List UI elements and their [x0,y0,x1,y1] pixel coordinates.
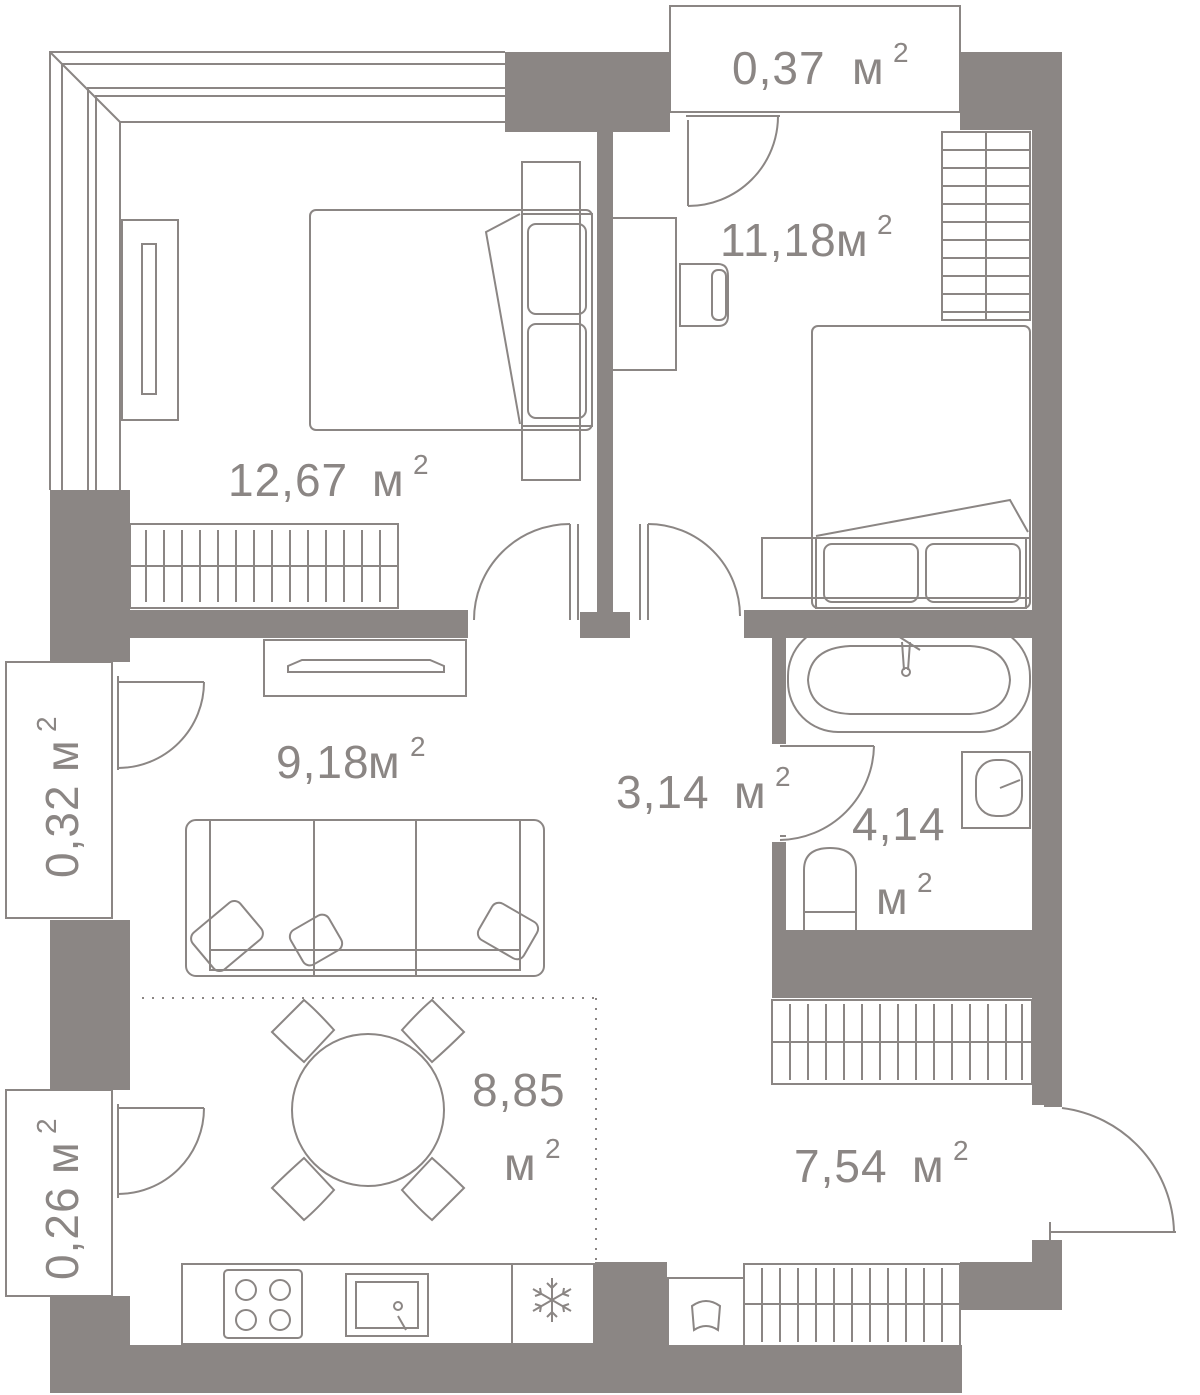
wall-left-bedroom-bottom [128,610,468,638]
wall-bottom [50,1345,962,1393]
radiator-fins-left-bedroom [130,530,398,602]
bed-right [811,325,1031,609]
area-power-bedroom-left: 2 [413,449,429,480]
tv-stand [263,639,467,697]
wall-right-bottom-step [960,1262,1062,1310]
wall-left-upper [50,490,130,662]
area-power-bathroom: 2 [917,867,933,898]
bedroom-doors [473,523,741,621]
area-power-corridor: 2 [775,761,791,792]
right-bedroom-furniture [611,115,1031,609]
chair-3 [270,1156,336,1222]
area-corridor: 3,14 [616,766,710,818]
area-balcony-left-top: 0,32 [36,784,88,878]
wall-top-block [505,52,670,132]
hob [223,1269,303,1339]
area-bedroom-left: 12,67 [228,454,348,506]
pillow-left-2 [527,323,587,419]
desk [611,217,677,371]
wall-bottom-kitchen-block [595,1262,667,1347]
wardrobe-left [121,219,179,421]
loggia-frame [49,51,505,490]
area-balcony-top: 0,37 [732,42,826,94]
pillow-left-1 [527,223,587,315]
dining-table [291,1033,445,1187]
wardrobe-handle [141,243,157,395]
walls [50,52,1062,1393]
wall-top-right [960,52,1062,130]
bed-right-headboard [815,537,1027,609]
chair-1 [270,998,336,1064]
sink [961,751,1031,829]
area-power-hall: 2 [953,1135,969,1166]
hall-bottom-storage [667,1263,961,1347]
chair-4 [400,1156,466,1222]
hall-wardrobe [771,999,1033,1085]
cushion-3 [476,901,540,961]
area-unit-bedroom-right: м [836,214,869,266]
wall-divider-foot [580,612,630,638]
area-unit-hall: м [912,1140,945,1192]
area-balcony-left-bottom: 0,26 [36,1186,88,1280]
entrance-door [1044,1105,1176,1240]
dining-area [117,997,597,1264]
balcony-left-bottom-box [5,1089,113,1297]
area-power-balcony-left-bottom: 2 [31,1118,62,1134]
area-unit-bathroom: м [876,872,909,924]
kitchen-counter [181,1263,595,1345]
area-unit-balcony-top: м [852,42,885,94]
area-living: 9,18 [276,736,370,788]
kitchen-sink [345,1273,429,1337]
area-dining: 8,85 [472,1064,566,1116]
sofa [185,819,545,977]
area-unit-corridor: м [734,766,767,818]
balcony-top-box [669,5,961,113]
area-unit-bedroom-left: м [372,454,405,506]
wall-bath-bottom [772,930,1034,998]
area-power-bedroom-right: 2 [877,209,893,240]
cushion-2 [288,913,344,967]
area-unit-dining: м [504,1138,537,1190]
toilet [803,846,857,937]
wall-left-middle [50,920,130,1090]
wall-left-lower [50,1296,130,1393]
area-unit-balcony-left-bottom: м [36,1141,88,1174]
bed-left-headboard [521,213,593,427]
balcony-left-top-box [5,661,113,919]
area-power-dining: 2 [545,1133,561,1164]
wall-bedroom-divider [597,130,613,618]
area-bedroom-right: 11,18 [720,214,837,266]
area-unit-balcony-left-top: м [36,739,88,772]
cushion-1 [190,899,264,973]
bathtub [787,625,1031,733]
tv [287,659,445,673]
wall-bath-left-upper [772,636,786,744]
bed-left [309,209,593,431]
bed-right-nightstands [761,537,1031,599]
bathroom-fixtures [779,625,1031,937]
chair-2 [400,998,466,1064]
wall-right [1032,130,1062,1105]
pillow-right-2 [925,543,1021,603]
living-furniture [117,639,545,977]
snowflake-icon [532,1278,572,1322]
left-bedroom-furniture [121,161,593,609]
area-hall: 7,54 [794,1140,888,1192]
area-balcony-left-bottom-group: 0,26 м 2 [31,1118,88,1280]
washing-machine [667,1277,745,1347]
desk-chair [679,263,729,327]
kitchen [181,1263,595,1345]
area-power-living: 2 [410,731,426,762]
pillow-right-1 [823,543,919,603]
area-bathroom: 4,14 [852,798,946,850]
wall-right-bedroom-bottom [744,610,1034,638]
area-unit-living: м [368,736,401,788]
area-power-balcony-left-top: 2 [31,716,62,732]
area-power-balcony-top: 2 [893,37,909,68]
area-balcony-left-top-group: 0,32 м 2 [31,716,88,878]
